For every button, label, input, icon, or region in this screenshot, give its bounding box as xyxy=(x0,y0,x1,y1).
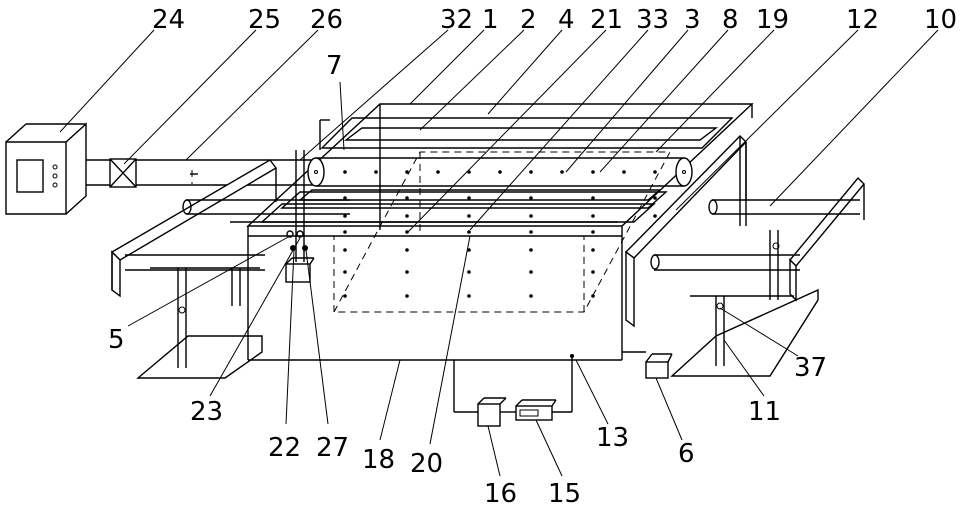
top-plates xyxy=(262,118,732,222)
pump-box xyxy=(622,352,672,378)
label-13: 13 xyxy=(596,423,629,453)
left-stand xyxy=(138,268,262,378)
right-baffle xyxy=(626,136,864,326)
label-16: 16 xyxy=(484,479,517,509)
label-4: 4 xyxy=(558,5,575,35)
label-10: 10 xyxy=(924,5,957,35)
label-24: 24 xyxy=(152,5,185,35)
label-32: 32 xyxy=(440,5,473,35)
label-22: 22 xyxy=(268,433,301,463)
label-25: 25 xyxy=(248,5,281,35)
label-33: 33 xyxy=(636,5,669,35)
right-roller xyxy=(651,200,860,270)
label-27: 27 xyxy=(316,433,349,463)
label-20: 20 xyxy=(410,449,443,479)
label-5: 5 xyxy=(108,325,125,355)
label-21: 21 xyxy=(590,5,623,35)
label-26: 26 xyxy=(310,5,343,35)
label-8: 8 xyxy=(722,5,739,35)
label-2: 2 xyxy=(520,5,537,35)
label-18: 18 xyxy=(362,445,395,475)
label-23: 23 xyxy=(190,397,223,427)
label-6: 6 xyxy=(678,439,695,469)
label-1: 1 xyxy=(482,5,499,35)
circulation-loop xyxy=(454,354,574,426)
control-cabinet xyxy=(6,124,86,214)
label-15: 15 xyxy=(548,479,581,509)
label-7: 7 xyxy=(326,51,343,81)
label-19: 19 xyxy=(756,5,789,35)
label-3: 3 xyxy=(684,5,701,35)
label-12: 12 xyxy=(846,5,879,35)
water-tank xyxy=(230,104,752,360)
label-11: 11 xyxy=(748,397,781,427)
label-37: 37 xyxy=(794,353,827,383)
air-duct xyxy=(86,159,318,187)
